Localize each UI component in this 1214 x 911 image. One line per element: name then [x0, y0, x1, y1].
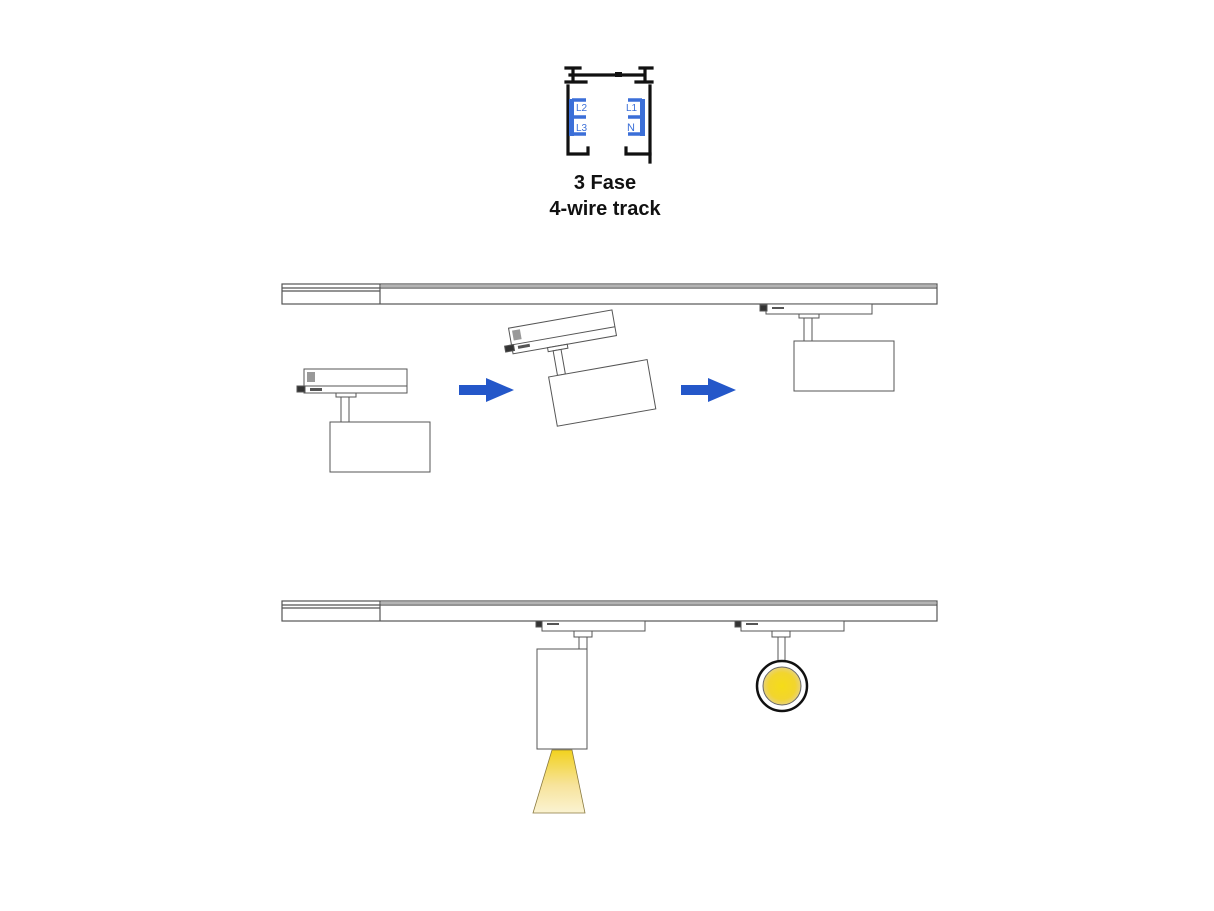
arrow-right-icon — [459, 378, 514, 402]
arrow-right-icon — [681, 378, 736, 402]
diagram-title: 3 Fase 4-wire track — [480, 170, 730, 222]
title-line-phase: 3 Fase — [573, 172, 637, 194]
conductor-bars — [569, 98, 645, 136]
spotlight-step-3 — [759, 303, 895, 392]
light-beam — [532, 749, 586, 814]
orientation-views — [281, 600, 938, 814]
track-rail-bottom — [281, 600, 938, 622]
track-rail-top — [281, 283, 938, 305]
installation-sequence — [281, 283, 938, 473]
spotlight-step-2 — [504, 309, 657, 427]
spotlight-front-view — [734, 620, 845, 662]
conductor-label-l2: L2 — [576, 103, 588, 114]
conductor-label-l1: L1 — [626, 103, 638, 114]
light-lens — [762, 666, 802, 706]
track-cross-section: L2 L3 L1 N — [564, 66, 654, 164]
spotlight-step-1 — [296, 368, 431, 473]
conductor-label-n: N — [627, 122, 635, 134]
conductor-label-l3: L3 — [576, 123, 588, 134]
spotlight-side-view — [535, 620, 646, 750]
title-line-track-type: 4-wire track — [549, 198, 661, 220]
track-profile-outline — [564, 66, 654, 164]
